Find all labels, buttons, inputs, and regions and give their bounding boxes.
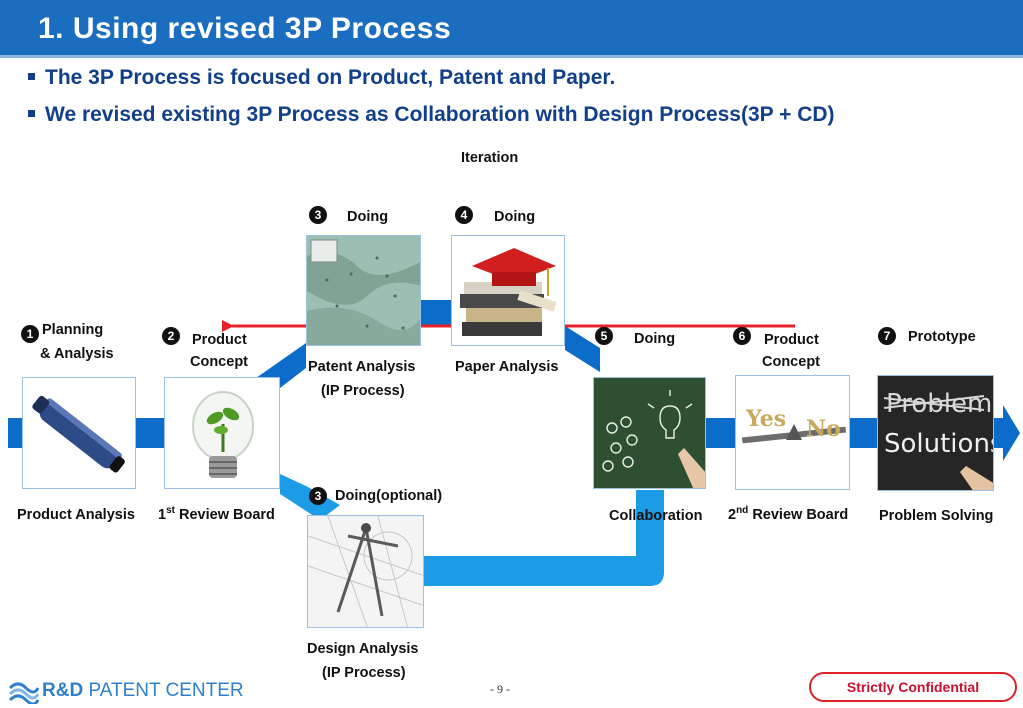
step-3-optional-bottom-label-2: (IP Process) [322,665,406,681]
books-graduation-cap-image [451,235,565,346]
step-1-number: 1 [21,325,39,343]
step-3-number: 3 [309,206,327,224]
bullet-square-icon [28,109,35,117]
step-5-bottom-label: Collaboration [609,508,703,524]
step-7-number: 7 [878,327,896,345]
water-filter-image: Lifestraw [22,377,136,489]
step-6-number: 6 [733,327,751,345]
title-bar: 1. Using revised 3P Process [0,0,1023,58]
flow-5-6 [706,418,736,448]
review-board-1-number: 1 [158,507,167,523]
seesaw-no-text: No [806,416,841,442]
yes-no-seesaw-image: Yes No [735,375,850,490]
wave-logo-icon [8,682,40,704]
review-board-2-number: 2 [728,507,737,523]
bullet-1: The 3P Process is focused on Product, Pa… [28,66,615,90]
flow-band-start [8,418,24,448]
step-3-optional-bottom-label: Design Analysis [307,641,419,657]
step-1-top-label-2: & Analysis [40,346,114,362]
step-4-bottom-label: Paper Analysis [455,359,559,375]
bullet-square-icon [28,72,35,80]
step-1-top-label: Planning [42,322,104,338]
step-3-bottom-label: Patent Analysis [308,359,416,375]
review-board-2-ordinal: nd [736,505,749,517]
logo-text-main: R&D [42,680,84,701]
review-board-1-ordinal: st [166,505,175,517]
step-3-top-label: Doing [347,209,389,225]
slide-title: 1. Using revised 3P Process [38,12,452,45]
flow-band-1-2 [136,418,166,448]
step-5-number: 5 [595,327,613,345]
chalkboard-ideas-image [593,377,706,489]
step-3-bottom-label-2: (IP Process) [321,383,405,399]
step-2-top-label-2: Concept [190,354,248,370]
logo-text: R&D PATENT CENTER [42,680,244,702]
lightbulb-plant-image [164,377,280,489]
step-6-bottom-label: 2nd Review Board [728,503,848,527]
step-2-top-label: Product [192,332,247,348]
step-5-top-label: Doing [634,331,676,347]
step-3-optional-number: 3 [309,487,327,505]
step-1-bottom-label: Product Analysis [17,507,135,523]
confidential-badge: Strictly Confidential [809,672,1017,702]
flow-band-6-7 [848,418,880,448]
logo-text-sub: PATENT CENTER [83,680,244,701]
step-6-top-label-2: Concept [762,354,820,370]
drafting-compass-image [307,515,424,628]
seesaw-yes-text: Yes [745,406,786,432]
step-2-bottom-label: 1st Review Board [158,503,275,527]
step-4-top-label: Doing [494,209,536,225]
flow-design-to-collab [424,490,664,586]
step-7-bottom-label: Problem Solving [879,508,994,524]
review-board-1-text: Review Board [174,507,275,523]
flow-paper-to-collab [565,326,600,372]
review-board-2-text: Review Board [748,507,849,523]
step-4-number: 4 [455,206,473,224]
bullet-2-text: We revised existing 3P Process as Collab… [45,103,835,126]
title-underline [0,55,1023,58]
iteration-label: Iteration [461,150,519,166]
step-2-number: 2 [162,327,180,345]
patent-map-image [306,235,421,346]
page-number: - 9 - [490,682,510,696]
flow-up-to-patent [256,343,306,388]
flow-arrow-head [994,405,1020,461]
step-3-optional-top-label: Doing(optional) [335,488,443,504]
bullet-2: We revised existing 3P Process as Collab… [28,103,835,127]
bullet-1-text: The 3P Process is focused on Product, Pa… [45,66,616,89]
chalk-solutions-text: Solutions [884,429,994,459]
problems-solutions-chalkboard-image: Problems Solutions [877,375,994,491]
step-6-top-label: Product [764,332,819,348]
flow-patent-to-paper [420,300,452,326]
step-7-top-label: Prototype [908,329,976,345]
